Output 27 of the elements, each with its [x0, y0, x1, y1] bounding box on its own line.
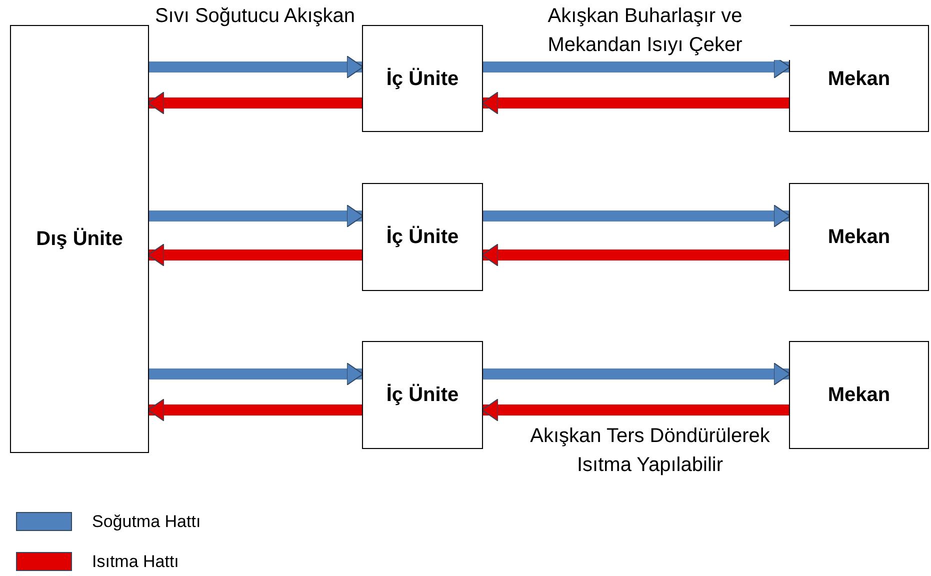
unit-box: [362, 25, 483, 132]
block-arrow: [149, 362, 364, 386]
unit-box: [362, 183, 483, 291]
unit-label: Dış Ünite: [36, 226, 123, 252]
unit-box: [789, 341, 929, 449]
block-arrow: [148, 398, 362, 422]
unit-box: [789, 183, 929, 291]
block-arrow: [482, 92, 789, 114]
block-arrow: [483, 204, 790, 228]
block-arrow: [482, 398, 789, 422]
block-arrow: [149, 204, 364, 228]
unit-box: [789, 25, 929, 132]
unit-label: Mekan: [828, 383, 890, 408]
block-arrow: [148, 92, 362, 114]
block-arrow: [483, 362, 790, 386]
unit-label: Mekan: [828, 66, 890, 92]
block-arrow: [149, 56, 364, 78]
legend-label: Isıtma Hattı: [92, 551, 179, 573]
unit-label: İç Ünite: [386, 224, 459, 250]
block-arrow: [148, 244, 362, 266]
legend-label: Soğutma Hattı: [92, 511, 201, 533]
unit-box: [362, 341, 483, 449]
unit-box: [10, 25, 149, 453]
unit-label: İç Ünite: [386, 66, 459, 92]
block-arrow: [482, 244, 789, 266]
unit-label: Mekan: [828, 225, 890, 250]
unit-label: İç Ünite: [386, 382, 459, 408]
